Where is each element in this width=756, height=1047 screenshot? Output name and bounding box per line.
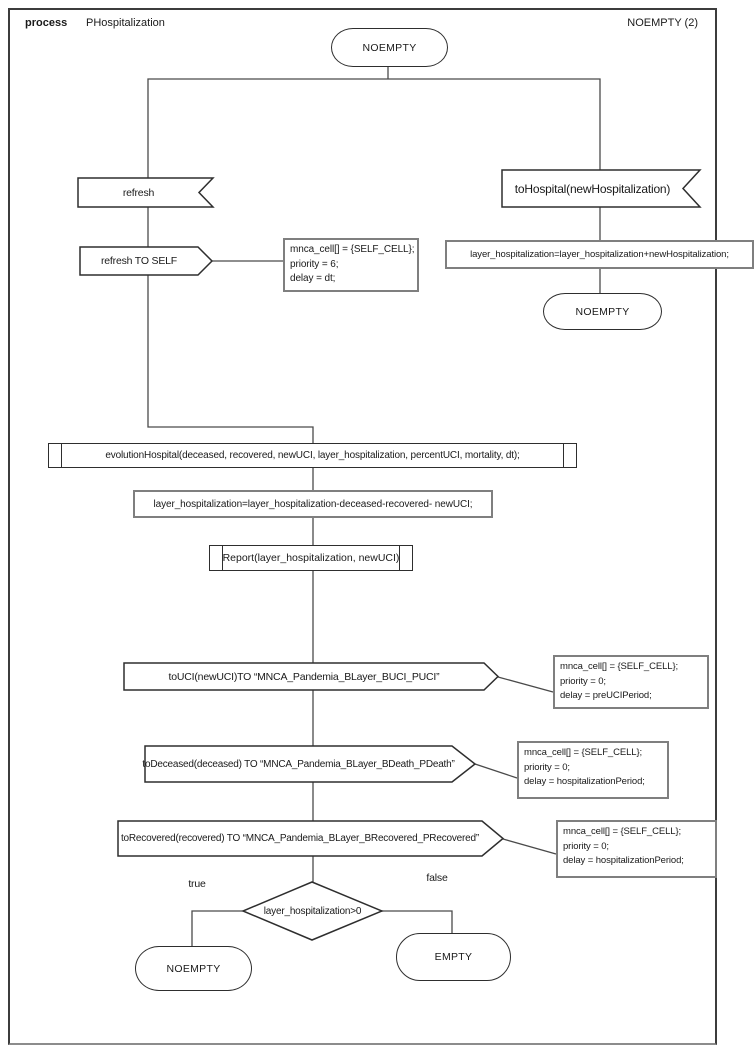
touci-output-label: toUCI(newUCI)TO “MNCA_Pandemia_BLayer_BU… [168, 670, 440, 683]
true-branch-label: true [188, 878, 206, 890]
comment-line: mnca_cell[] = {SELF_CELL}; [290, 244, 415, 255]
process-kind-label: process [25, 17, 68, 29]
decision-label: layer_hospitalization>0 [263, 905, 362, 917]
comment-line: delay = preUCIPeriod; [560, 690, 652, 701]
false-branch-label: false [426, 872, 448, 884]
state-label: EMPTY [434, 951, 473, 963]
connector-branch-split [147, 78, 601, 178]
task-label: layer_hospitalization=layer_hospitalizat… [470, 249, 729, 260]
refresh-input-label: refresh [122, 186, 155, 199]
task-subtract-hospitalization[interactable]: layer_hospitalization=layer_hospitalizat… [133, 490, 493, 518]
comment-line: priority = 6; [290, 258, 339, 270]
connector-true-branch [191, 910, 243, 946]
procedure-report[interactable]: Report(layer_hospitalization, newUCI) [209, 545, 413, 571]
page-state-label: NOEMPTY (2) [627, 17, 698, 29]
comment-line: delay = hospitalizationPeriod; [563, 855, 684, 866]
procedure-label: evolutionHospital(deceased, recovered, n… [105, 450, 520, 461]
comment-line: priority = 0; [563, 840, 609, 852]
torecovered-output-shape[interactable] [117, 820, 505, 857]
refresh-input-shape[interactable] [77, 177, 215, 208]
tohospital-input-label: toHospital(newHospitalization) [514, 181, 671, 196]
procedure-sidebar-left [222, 545, 223, 571]
comment-line: mnca_cell[] = {SELF_CELL}; [560, 661, 679, 672]
state-noempty-after-hospital[interactable]: NOEMPTY [543, 293, 662, 330]
connector-left-to-evolution [147, 275, 314, 443]
refresh-output-shape[interactable] [79, 246, 214, 276]
comment-refresh-params[interactable]: mnca_cell[] = {SELF_CELL}; priority = 6;… [283, 238, 419, 292]
connector-touci-comment [497, 676, 554, 693]
state-label: NOEMPTY [166, 962, 221, 975]
state-empty-false-branch[interactable]: EMPTY [396, 933, 511, 981]
touci-output-shape[interactable] [123, 662, 500, 691]
procedure-label: Report(layer_hospitalization, newUCI) [222, 552, 400, 564]
comment-line: delay = hospitalizationPeriod; [524, 776, 645, 787]
state-noempty-start[interactable]: NOEMPTY [331, 28, 448, 67]
connector-false-branch [382, 910, 453, 933]
tohospital-input-shape[interactable] [501, 169, 702, 208]
state-label: NOEMPTY [575, 305, 630, 318]
state-label: NOEMPTY [362, 41, 417, 54]
decision-diamond-shape[interactable] [241, 881, 384, 941]
comment-todeceased-params[interactable]: mnca_cell[] = {SELF_CELL}; priority = 0;… [517, 741, 669, 799]
todeceased-output-label: toDeceased(deceased) TO “MNCA_Pandemia_B… [142, 758, 455, 770]
page-frame [8, 8, 717, 1045]
comment-line: priority = 0; [560, 675, 606, 687]
task-label: layer_hospitalization=layer_hospitalizat… [153, 498, 473, 510]
refresh-output-label: refresh TO SELF [101, 255, 177, 267]
connector-todeceased-comment [474, 763, 518, 779]
procedure-evolution-hospital[interactable]: evolutionHospital(deceased, recovered, n… [48, 443, 577, 468]
comment-line: priority = 0; [524, 761, 570, 773]
state-noempty-true-branch[interactable]: NOEMPTY [135, 946, 252, 991]
comment-line: mnca_cell[] = {SELF_CELL}; [524, 747, 643, 758]
comment-line: delay = dt; [290, 273, 336, 284]
comment-torecovered-params[interactable]: mnca_cell[] = {SELF_CELL}; priority = 0;… [556, 820, 717, 878]
comment-touci-params[interactable]: mnca_cell[] = {SELF_CELL}; priority = 0;… [553, 655, 709, 709]
process-name: PHospitalization [86, 17, 165, 29]
torecovered-output-label: toRecovered(recovered) TO “MNCA_Pandemia… [120, 833, 480, 844]
todeceased-output-shape[interactable] [144, 745, 477, 783]
task-add-hospitalization[interactable]: layer_hospitalization=layer_hospitalizat… [445, 240, 754, 269]
connector-torecovered-comment [502, 838, 557, 855]
procedure-sidebar-right [399, 545, 400, 571]
procedure-sidebar-left [61, 443, 62, 468]
comment-line: mnca_cell[] = {SELF_CELL}; [563, 826, 682, 837]
procedure-sidebar-right [563, 443, 564, 468]
